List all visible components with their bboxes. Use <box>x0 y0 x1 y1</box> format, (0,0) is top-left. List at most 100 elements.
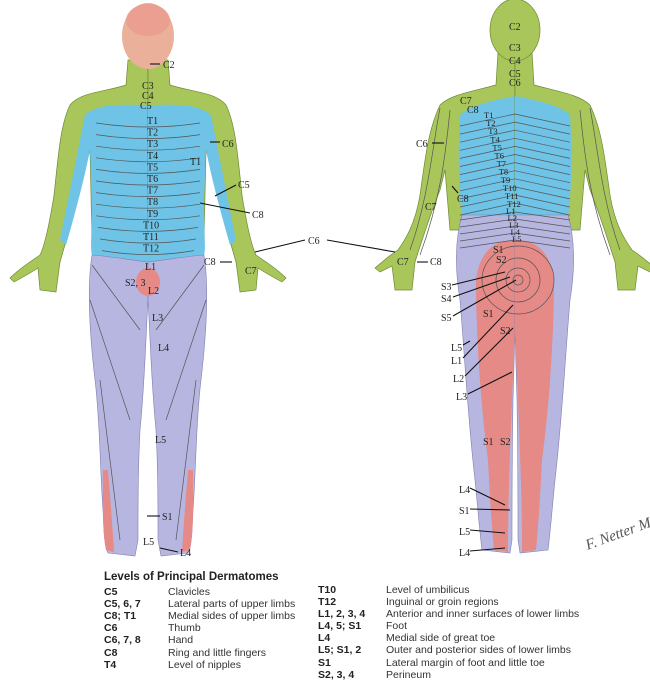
legend-description: Outer and posterior sides of lower limbs <box>386 644 571 657</box>
label-foot-l5: L5 <box>459 527 470 538</box>
label-t8: T8 <box>499 167 508 177</box>
label-l4: L4 <box>511 227 521 237</box>
label-t7: T7 <box>497 159 506 169</box>
label-s2: S2 <box>496 255 507 266</box>
back-figure <box>374 0 650 554</box>
legend-description: Medial side of great toe <box>386 632 496 645</box>
label-low-s2: S2 <box>500 437 511 448</box>
label-mid-s2: S2 <box>500 326 511 337</box>
label-foot-l4: L4 <box>180 548 191 559</box>
legend-code: C5, 6, 7 <box>104 598 141 611</box>
legend-row: C5 Clavicles <box>104 586 295 598</box>
legend-code: T12 <box>318 596 337 609</box>
label-t6: T6 <box>147 174 158 185</box>
legend-code: C5 <box>104 586 118 599</box>
legend-description: Ring and little fingers <box>168 646 267 659</box>
legend-row: L4, 5; S1 Foot <box>318 620 579 632</box>
label-arm-c7: C7 <box>425 202 437 213</box>
label-hand-c7: C7 <box>245 266 257 277</box>
label-c3: C3 <box>509 43 521 54</box>
label-l3: L3 <box>456 392 467 403</box>
label-l4: L4 <box>158 343 169 354</box>
label-s1: S1 <box>493 245 504 256</box>
legend-row: L5; S1, 2 Outer and posterior sides of lo… <box>318 644 579 656</box>
label-l2: L2 <box>148 286 159 297</box>
legend-description: Level of nipples <box>168 658 241 671</box>
label-c3: C3 <box>142 81 154 92</box>
label-c2: C2 <box>509 22 521 33</box>
label-c4: C4 <box>142 91 154 102</box>
label-t7: T7 <box>147 186 158 197</box>
leader-lines <box>147 63 517 553</box>
label-t5: T5 <box>492 142 501 152</box>
label-l2: L2 <box>453 374 464 385</box>
label-l1: L1 <box>506 206 515 216</box>
label-l5: L5 <box>451 343 462 354</box>
legend-description: Lateral margin of foot and little toe <box>386 656 545 669</box>
label-foot-l4: L4 <box>459 485 470 496</box>
label-c6: C6 <box>509 78 521 89</box>
legend-code: S1 <box>318 656 331 669</box>
front-labels: C2 C3 C4 C5 T1T2T3T4T5T6T7T8T9T10T11T12 … <box>125 60 320 559</box>
legend-description: Foot <box>386 620 408 633</box>
artist-signature: F. Netter M.D. <box>583 509 650 554</box>
label-s4: S4 <box>441 294 452 305</box>
legend-code: T4 <box>104 658 117 671</box>
label-l5: L5 <box>155 435 166 446</box>
label-t2: T2 <box>486 118 495 128</box>
label-t10: T10 <box>143 220 159 231</box>
label-c4: C4 <box>509 56 521 67</box>
label-l1: L1 <box>451 356 462 367</box>
label-s1: S1 <box>162 512 173 523</box>
label-arm-t1: T1 <box>190 157 201 168</box>
label-t12: T12 <box>507 199 521 209</box>
legend-description: Medial sides of upper limbs <box>168 610 296 623</box>
label-arm-c8: C8 <box>457 194 469 205</box>
legend-description: Level of umbilicus <box>386 584 470 596</box>
label-t4: T4 <box>147 151 158 162</box>
legend-description: Clavicles <box>168 586 211 599</box>
label-t6: T6 <box>495 151 504 161</box>
back-head <box>489 0 541 62</box>
legend-code: C8; T1 <box>104 610 137 623</box>
label-t2: T2 <box>147 128 158 139</box>
label-t3: T3 <box>147 139 158 150</box>
label-t9: T9 <box>501 175 510 185</box>
label-t11: T11 <box>505 191 518 201</box>
label-foot-l4b: L4 <box>459 548 470 559</box>
label-t4: T4 <box>490 134 500 144</box>
label-s5: S5 <box>441 313 452 324</box>
label-c5: C5 <box>140 101 152 112</box>
label-l5: L5 <box>512 234 521 244</box>
label-t3: T3 <box>488 126 497 136</box>
front-figure <box>9 3 287 557</box>
label-c8: C8 <box>467 105 479 116</box>
legend-code: C6, 7, 8 <box>104 634 141 647</box>
label-arm-c8: C8 <box>252 210 264 221</box>
label-c5: C5 <box>509 69 521 80</box>
legend-row: C6, 7, 8 Hand <box>104 634 295 646</box>
label-foot-l5: L5 <box>143 537 154 548</box>
legend-code: C8 <box>104 646 118 659</box>
legend-row: T4 Level of nipples <box>104 659 295 671</box>
label-l1: L1 <box>145 262 156 273</box>
legend-row: S1 Lateral margin of foot and little toe <box>318 657 579 669</box>
label-foot-s1: S1 <box>459 506 470 517</box>
legend-description: Hand <box>168 634 194 647</box>
label-hand-c7: C7 <box>397 257 409 268</box>
label-arm-c6: C6 <box>222 139 234 150</box>
legend-description: Lateral parts of upper limbs <box>168 598 296 611</box>
legend-code: L4, 5; S1 <box>318 620 362 633</box>
legend-description: Anterior and inner surfaces of lower lim… <box>386 608 580 621</box>
label-t10: T10 <box>503 183 517 193</box>
label-t11: T11 <box>143 232 159 243</box>
legend-code: L5; S1, 2 <box>318 644 362 657</box>
